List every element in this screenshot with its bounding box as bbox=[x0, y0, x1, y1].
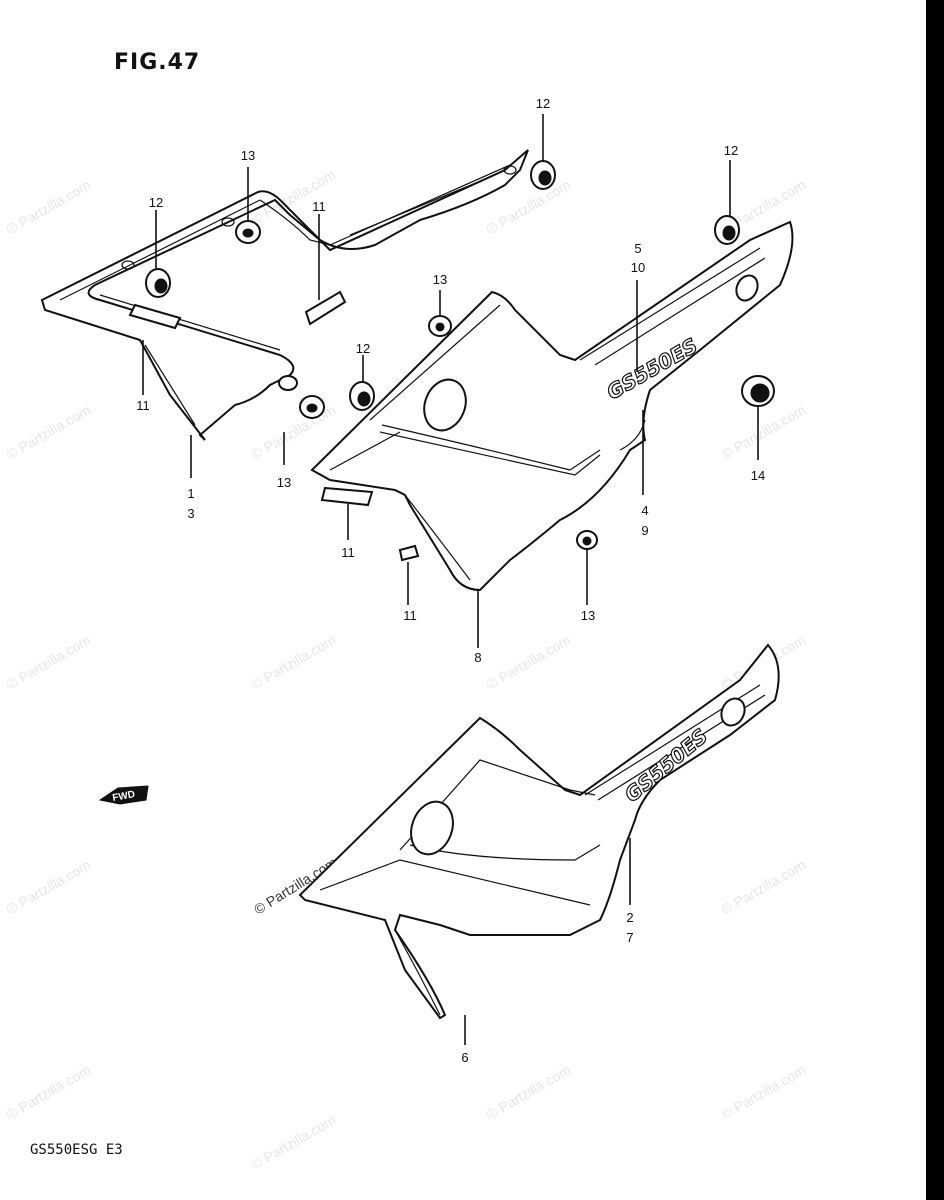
callout-label: 8 bbox=[474, 650, 481, 665]
callout-label: 13 bbox=[241, 148, 255, 163]
grommets bbox=[145, 160, 775, 550]
grommet-13 bbox=[299, 395, 325, 419]
callout-label: 3 bbox=[187, 506, 194, 521]
watermark-text: © Partzilla.com bbox=[249, 1112, 339, 1173]
callout-label: 12 bbox=[356, 341, 370, 356]
leader-lines bbox=[142, 114, 759, 1045]
callout-label: 11 bbox=[312, 199, 326, 214]
watermark-text: © Partzilla.com bbox=[4, 857, 94, 918]
callout-label: 12 bbox=[149, 195, 163, 210]
callout-label: 13 bbox=[277, 475, 291, 490]
callout-label: 11 bbox=[136, 398, 150, 413]
callout-label: 11 bbox=[403, 608, 417, 623]
callout-label: 11 bbox=[341, 545, 355, 560]
grommet-12 bbox=[145, 268, 171, 298]
callout-label: 10 bbox=[631, 260, 645, 275]
watermark-text: © Partzilla.com bbox=[249, 632, 339, 693]
tapes bbox=[128, 290, 420, 562]
tape-11 bbox=[398, 544, 420, 562]
grommet-13 bbox=[235, 220, 261, 244]
forward-arrow-icon: FWD bbox=[98, 785, 149, 805]
callout-label: 12 bbox=[724, 143, 738, 158]
watermark-text: © Partzilla.com bbox=[484, 632, 574, 693]
grommet-12 bbox=[530, 160, 556, 190]
callout-label: 2 bbox=[626, 910, 633, 925]
callout-label: 13 bbox=[433, 272, 447, 287]
callout-label: 13 bbox=[581, 608, 595, 623]
figure-title: FIG.47 bbox=[114, 50, 201, 75]
watermark-text: © Partzilla.com bbox=[719, 1062, 809, 1123]
callout-label: 12 bbox=[536, 96, 550, 111]
right-edge-border bbox=[926, 0, 944, 1200]
watermark-text: © Partzilla.com bbox=[719, 857, 809, 918]
watermark-text: © Partzilla.com bbox=[249, 402, 339, 463]
tape-11 bbox=[128, 303, 182, 330]
callout-labels: 13 12 11 12 12 5 10 13 12 11 1 3 13 14 4… bbox=[136, 96, 765, 1065]
callout-label: 5 bbox=[634, 241, 641, 256]
frame-cover-left bbox=[40, 149, 529, 441]
grommet-14 bbox=[741, 375, 775, 407]
frame-cover-right-upper: GS550ES bbox=[310, 220, 794, 592]
callout-label: 7 bbox=[626, 930, 633, 945]
watermark-text: © Partzilla.com bbox=[719, 402, 809, 463]
callout-label: 1 bbox=[187, 486, 194, 501]
grommet-12 bbox=[714, 215, 740, 245]
tape-11 bbox=[304, 290, 347, 326]
watermark-text: © Partzilla.com bbox=[4, 177, 94, 238]
model-code-footer: GS550ESG E3 bbox=[30, 1142, 123, 1158]
watermark-text: © Partzilla.com bbox=[4, 632, 94, 693]
watermark-text: © Partzilla.com bbox=[484, 1062, 574, 1123]
watermark-text: © Partzilla.com bbox=[4, 402, 94, 463]
watermark-text: © Partzilla.com bbox=[4, 1062, 94, 1123]
callout-label: 6 bbox=[461, 1050, 468, 1065]
grommet-12 bbox=[349, 381, 375, 411]
grommet-13 bbox=[576, 530, 598, 550]
grommet-13 bbox=[428, 315, 452, 337]
callout-label: 9 bbox=[641, 523, 648, 538]
frame-cover-lower: GS550ES bbox=[298, 643, 780, 1020]
callout-label: 14 bbox=[751, 468, 765, 483]
tape-11 bbox=[320, 486, 374, 507]
forward-arrow-label: FWD bbox=[112, 789, 136, 804]
callout-label: 4 bbox=[641, 503, 648, 518]
